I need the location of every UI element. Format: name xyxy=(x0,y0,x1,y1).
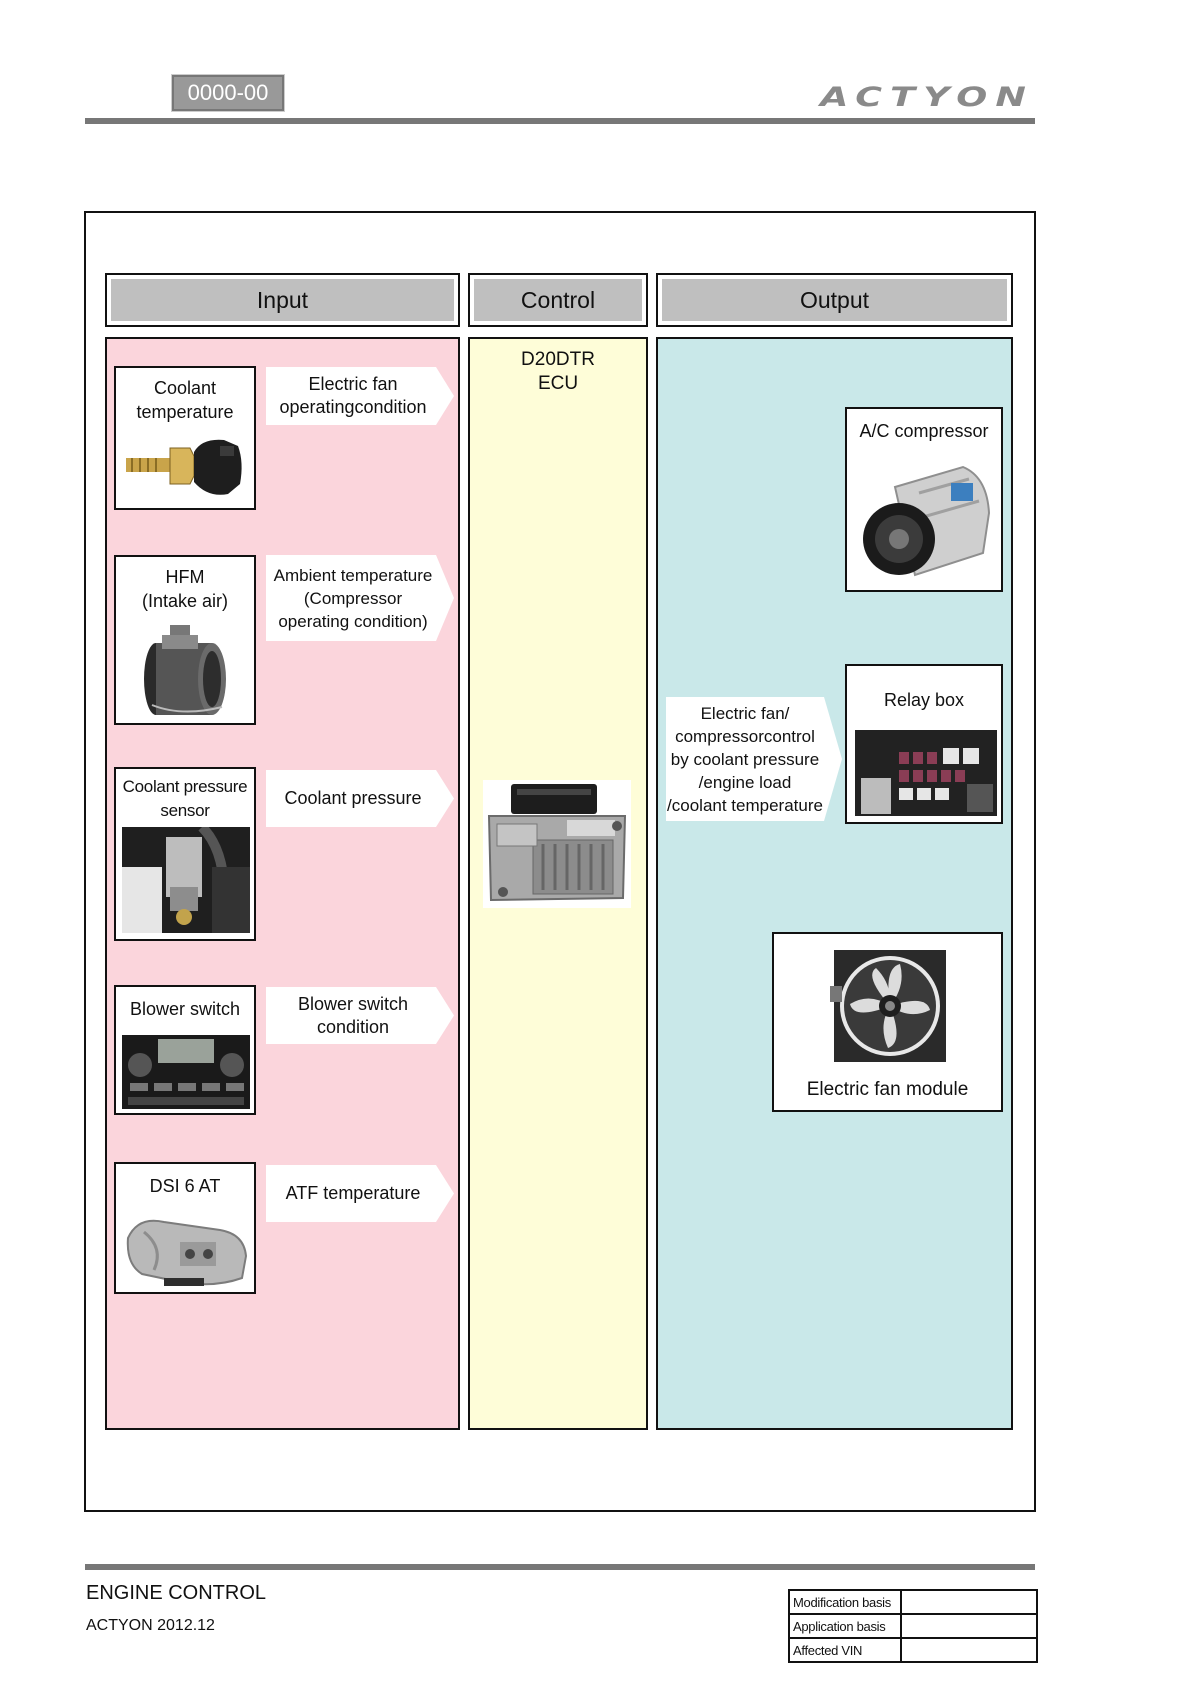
footer-model-date: ACTYON 2012.12 xyxy=(86,1617,215,1634)
relay-box-icon xyxy=(855,730,997,816)
diagram-frame xyxy=(84,211,1036,1512)
page-code: 0000-00 xyxy=(171,74,285,112)
column-header-output: Output xyxy=(656,273,1013,327)
coolant-pressure-sensor-icon xyxy=(122,827,250,933)
ecu-label: D20DTR ECU xyxy=(521,349,595,394)
output-card-ac-compressor: A/C compressor xyxy=(845,407,1003,592)
footer-rule xyxy=(85,1564,1035,1570)
table-row: Affected VIN xyxy=(788,1637,1038,1663)
table-row: Modification basis xyxy=(788,1589,1038,1615)
footer-section-title: ENGINE CONTROL xyxy=(86,1582,267,1604)
header-rule xyxy=(85,118,1035,124)
ac-compressor-icon xyxy=(859,457,993,583)
table-value xyxy=(900,1613,1038,1639)
table-label: Modification basis xyxy=(788,1589,902,1615)
signal-atf-temperature: ATF temperature xyxy=(266,1165,454,1222)
input-card-blower-switch: Blower switch xyxy=(114,985,256,1115)
column-header-control: Control xyxy=(468,273,648,327)
electric-fan-icon xyxy=(830,946,950,1066)
ecu-unit-icon xyxy=(483,780,631,908)
input-card-coolant-temperature: Coolant temperature xyxy=(114,366,256,510)
brand-logo: ACTYON xyxy=(820,82,1034,113)
input-card-coolant-pressure-sensor: Coolant pressure sensor xyxy=(114,767,256,941)
signal-coolant-pressure: Coolant pressure xyxy=(266,770,454,827)
transmission-icon xyxy=(124,1208,250,1290)
output-card-electric-fan-module: Electric fan module xyxy=(772,932,1003,1112)
hfm-sensor-icon xyxy=(142,625,232,719)
input-card-hfm: HFM (Intake air) xyxy=(114,555,256,725)
table-label: Affected VIN xyxy=(788,1637,902,1663)
column-header-input: Input xyxy=(105,273,460,327)
signal-electric-fan-compressor-control: Electric fan/ compressorcontrol by coola… xyxy=(666,697,842,821)
coolant-temperature-sensor-icon xyxy=(124,432,248,502)
table-value xyxy=(900,1637,1038,1663)
table-value xyxy=(900,1589,1038,1615)
modification-table: Modification basis Application basis Aff… xyxy=(788,1589,1038,1663)
table-label: Application basis xyxy=(788,1613,902,1639)
blower-switch-panel-icon xyxy=(122,1035,250,1109)
output-card-relay-box: Relay box xyxy=(845,664,1003,824)
table-row: Application basis xyxy=(788,1613,1038,1639)
input-card-dsi-6-at: DSI 6 AT xyxy=(114,1162,256,1294)
